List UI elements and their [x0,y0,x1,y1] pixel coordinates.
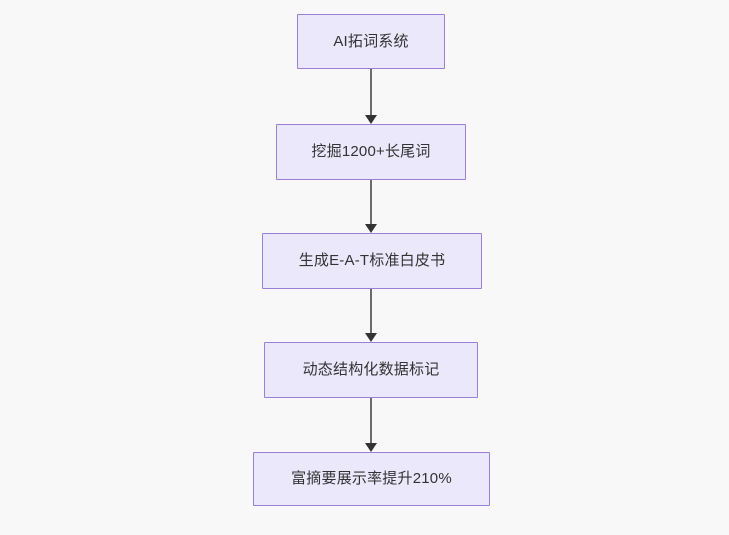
edge-line [370,180,372,225]
flow-node[interactable]: 动态结构化数据标记 [264,342,478,398]
arrowhead-icon [365,115,377,124]
flow-node[interactable]: AI拓词系统 [297,14,445,69]
edge-line [370,69,372,116]
flow-node-label: AI拓词系统 [333,32,409,50]
flow-node[interactable]: 富摘要展示率提升210% [253,452,490,506]
flow-node-label: 动态结构化数据标记 [302,361,440,378]
arrowhead-icon [365,443,377,452]
edge-line [370,289,372,334]
arrowhead-icon [365,224,377,233]
flow-node-label: 挖掘1200+长尾词 [311,143,431,160]
flow-node-label: 生成E-A-T标准白皮书 [298,252,446,269]
flow-node[interactable]: 生成E-A-T标准白皮书 [262,233,482,289]
edge-line [370,398,372,444]
flow-node-label: 富摘要展示率提升210% [291,470,452,487]
flow-node[interactable]: 挖掘1200+长尾词 [276,124,466,180]
arrowhead-icon [365,333,377,342]
